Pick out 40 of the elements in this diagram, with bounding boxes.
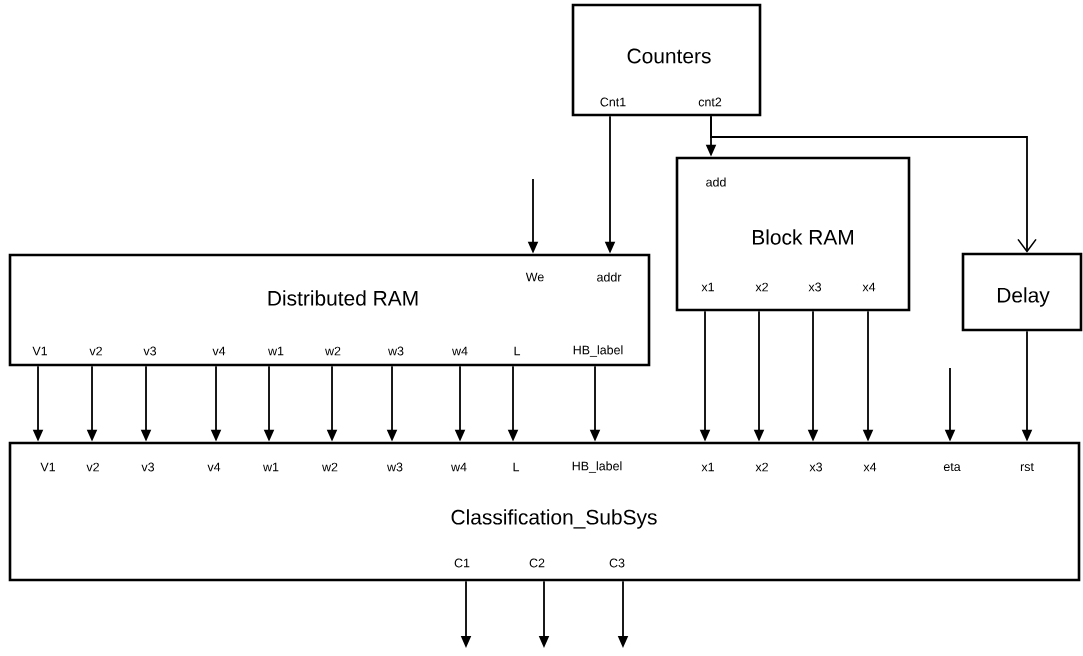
port-label: x4 (862, 282, 876, 292)
port-label: C1 (454, 558, 470, 568)
port-label: w4 (452, 346, 468, 356)
port-label: C2 (529, 558, 545, 568)
port-label: v4 (212, 346, 226, 356)
port-label: x2 (755, 462, 768, 472)
port-label: w1 (263, 462, 279, 472)
port-label: V1 (32, 346, 47, 356)
port-label: x4 (863, 462, 877, 472)
port-label: cnt2 (698, 97, 722, 107)
port-label: x1 (701, 462, 714, 472)
port-label: HB_label (572, 461, 622, 473)
port-label: add (706, 177, 726, 187)
port-label: x2 (755, 282, 768, 292)
port-label: v3 (141, 462, 155, 472)
port-label: L (513, 462, 520, 472)
block-box: Delay (961, 252, 1083, 332)
port-label: L (514, 346, 521, 356)
port-label: V1 (40, 462, 55, 472)
port-label: v2 (86, 462, 99, 472)
port-label: eta (943, 462, 961, 472)
port-label: C3 (609, 558, 625, 568)
port-label: w4 (451, 462, 467, 472)
port-label: w1 (268, 346, 284, 356)
port-label: x1 (701, 282, 714, 292)
port-label: w3 (387, 462, 403, 472)
arrow (710, 115, 1037, 253)
port-label: We (525, 272, 544, 282)
port-label: Cnt1 (600, 97, 626, 107)
port-label: w2 (322, 462, 338, 472)
port-label: v2 (89, 346, 102, 356)
port-label: w2 (325, 346, 341, 356)
port-label: x3 (808, 282, 822, 292)
port-label: addr (597, 272, 622, 282)
port-label: rst (1020, 462, 1034, 472)
port-label: HB_label (573, 345, 623, 357)
port-label: v4 (207, 462, 221, 472)
port-label: x3 (809, 462, 823, 472)
port-label: w3 (388, 346, 404, 356)
port-label: v3 (143, 346, 157, 356)
